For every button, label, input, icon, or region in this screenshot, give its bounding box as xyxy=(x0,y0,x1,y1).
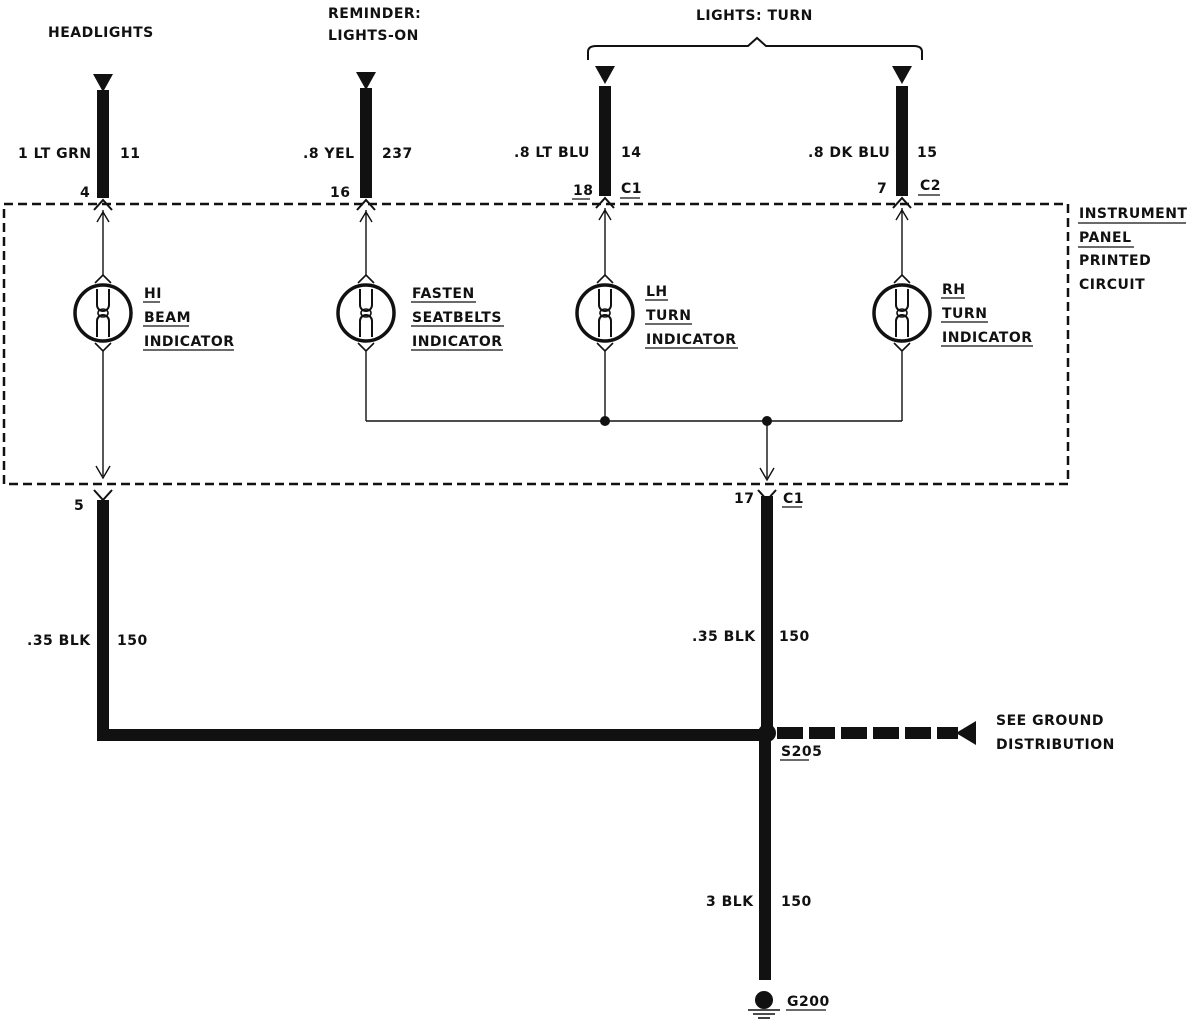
right-output-pin: 17 xyxy=(734,491,754,507)
lh-turn-wire-color: .8 LT BLU xyxy=(514,145,590,161)
hi-beam-indicator-bulb xyxy=(73,273,133,353)
panel-label-line2: PANEL xyxy=(1079,230,1132,246)
panel-label-line4: CIRCUIT xyxy=(1079,277,1145,293)
headlights-title: HEADLIGHTS xyxy=(48,25,154,41)
right-ground-wire-color: .35 BLK xyxy=(692,629,756,645)
reminder-circuit-number: 237 xyxy=(382,146,413,162)
panel-label-line3: PRINTED xyxy=(1079,253,1151,269)
hi-beam-label-line2: BEAM xyxy=(144,310,191,326)
main-ground-circuit-number: 150 xyxy=(781,894,812,910)
headlights-circuit-number: 11 xyxy=(120,146,140,162)
reminder-wire-color: .8 YEL xyxy=(303,146,355,162)
left-ground-circuit-number: 150 xyxy=(117,633,148,649)
main-ground-wire-color: 3 BLK xyxy=(706,894,754,910)
bus-junction-dot xyxy=(600,416,610,426)
lh-turn-input-arrow xyxy=(595,66,615,84)
seatbelts-label-line2: SEATBELTS xyxy=(412,310,502,326)
panel-exit-terminals xyxy=(93,489,777,502)
hi-beam-label-line3: INDICATOR xyxy=(144,334,235,350)
ground-distribution-arrow xyxy=(956,721,976,745)
lh-turn-label-line1: LH xyxy=(646,284,668,300)
lh-turn-label-line3: INDICATOR xyxy=(646,332,737,348)
left-output-pin: 5 xyxy=(74,498,84,514)
rh-turn-circuit-number: 15 xyxy=(917,145,937,161)
panel-label-line1: INSTRUMENT xyxy=(1079,206,1187,222)
lh-turn-pin: 18 xyxy=(573,183,593,199)
internal-wiring xyxy=(95,208,909,482)
headlights-wire-color: 1 LT GRN xyxy=(18,146,92,162)
instrument-panel-boundary xyxy=(2,202,1070,486)
rh-turn-indicator-bulb xyxy=(872,273,932,353)
see-ground-line1: SEE GROUND xyxy=(996,713,1104,729)
fasten-seatbelts-indicator-bulb xyxy=(336,273,396,353)
lh-turn-indicator-bulb xyxy=(575,273,635,353)
reminder-pin: 16 xyxy=(330,185,350,201)
ground-label: G200 xyxy=(787,994,830,1010)
lh-turn-label-line2: TURN xyxy=(646,308,691,324)
ground-icon xyxy=(748,991,780,1019)
lights-turn-title: LIGHTS: TURN xyxy=(696,8,813,24)
rh-turn-pin: 7 xyxy=(877,181,887,197)
reminder-input-arrow xyxy=(356,72,376,90)
reminder-title-line2: LIGHTS-ON xyxy=(328,28,419,44)
headlights-pin: 4 xyxy=(80,185,90,201)
right-ground-circuit-number: 150 xyxy=(779,629,810,645)
see-ground-line2: DISTRIBUTION xyxy=(996,737,1115,753)
seatbelts-label-line1: FASTEN xyxy=(412,286,475,302)
turn-group-brace xyxy=(587,36,923,60)
rh-turn-label-line3: INDICATOR xyxy=(942,330,1033,346)
rh-turn-label-line1: RH xyxy=(942,282,966,298)
lh-turn-connector: C1 xyxy=(621,181,642,197)
rh-turn-label-line2: TURN xyxy=(942,306,987,322)
headlights-input-arrow xyxy=(93,74,113,92)
bus-junction-dot xyxy=(762,416,772,426)
seatbelts-label-line3: INDICATOR xyxy=(412,334,503,350)
hi-beam-label-line1: HI xyxy=(144,286,162,302)
splice-label: S205 xyxy=(781,744,822,760)
rh-turn-input-arrow xyxy=(892,66,912,84)
splice-dot xyxy=(758,724,776,742)
reminder-title-line1: REMINDER: xyxy=(328,6,421,22)
rh-turn-wire-color: .8 DK BLU xyxy=(808,145,890,161)
rh-turn-connector: C2 xyxy=(920,178,941,194)
right-output-connector: C1 xyxy=(783,491,804,507)
lh-turn-circuit-number: 14 xyxy=(621,145,641,161)
left-ground-wire-color: .35 BLK xyxy=(27,633,91,649)
